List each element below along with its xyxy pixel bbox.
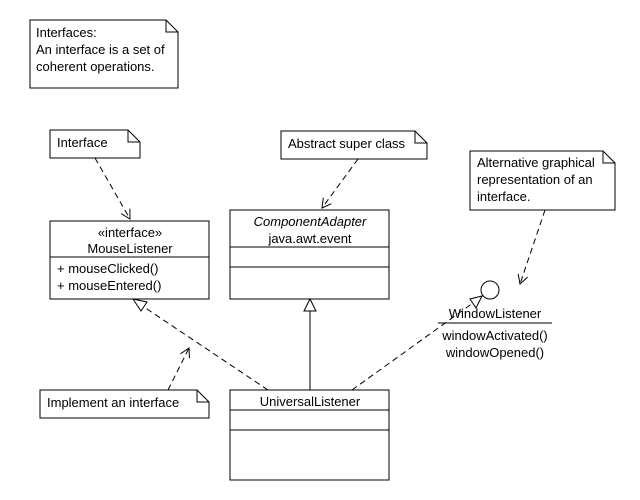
note-implement-interface: Implement an interface (39, 389, 210, 419)
note-anchor-abstract (321, 158, 359, 209)
note-alternative-line: Alternative graphical (477, 155, 595, 170)
window-listener-operation: windowOpened() (445, 345, 544, 360)
note-abstract-super-class: Abstract super class (280, 130, 428, 160)
realization-arrowhead (469, 295, 483, 309)
class-universal-listener: UniversalListener (229, 389, 390, 481)
note-interfaces: Interfaces: An interface is a set of coh… (29, 19, 179, 89)
note-anchor-alternative (517, 209, 546, 285)
realization-window-listener (351, 295, 483, 391)
note-interface: Interface (49, 129, 141, 159)
class-component-adapter: ComponentAdapter java.awt.event (229, 209, 390, 300)
note-interfaces-line: Interfaces: (36, 25, 97, 40)
note-interfaces-line: coherent operations. (36, 59, 155, 74)
window-listener-operation: windowActivated() (441, 328, 548, 343)
interface-window-listener: WindowListener windowActivated() windowO… (438, 280, 552, 360)
realization-mouse-listener (131, 298, 269, 391)
note-interfaces-line: An interface is a set of (36, 42, 165, 57)
note-anchor-interface (94, 157, 131, 220)
lollipop-circle (480, 280, 500, 300)
realization-arrowhead (131, 298, 148, 312)
class-mouse-listener: «interface» MouseListener + mouseClicked… (49, 220, 210, 300)
mouse-listener-operation: + mouseClicked() (57, 261, 159, 276)
note-alternative-representation: Alternative graphical representation of … (469, 150, 616, 211)
note-abstract-text: Abstract super class (288, 136, 406, 151)
component-adapter-name: ComponentAdapter (254, 214, 367, 229)
generalization-component-adapter (303, 297, 317, 390)
window-listener-name: WindowListener (449, 306, 542, 321)
note-alternative-line: interface. (477, 189, 530, 204)
generalization-arrowhead (303, 297, 317, 312)
mouse-listener-stereotype: «interface» (98, 225, 162, 240)
note-anchor-implement (167, 347, 190, 391)
mouse-listener-operation: + mouseEntered() (57, 278, 161, 293)
note-interface-text: Interface (57, 135, 108, 150)
note-implement-text: Implement an interface (47, 395, 179, 410)
universal-listener-name: UniversalListener (260, 394, 361, 409)
note-alternative-line: representation of an (477, 172, 593, 187)
mouse-listener-name: MouseListener (87, 241, 173, 256)
component-adapter-package: java.awt.event (267, 231, 351, 246)
